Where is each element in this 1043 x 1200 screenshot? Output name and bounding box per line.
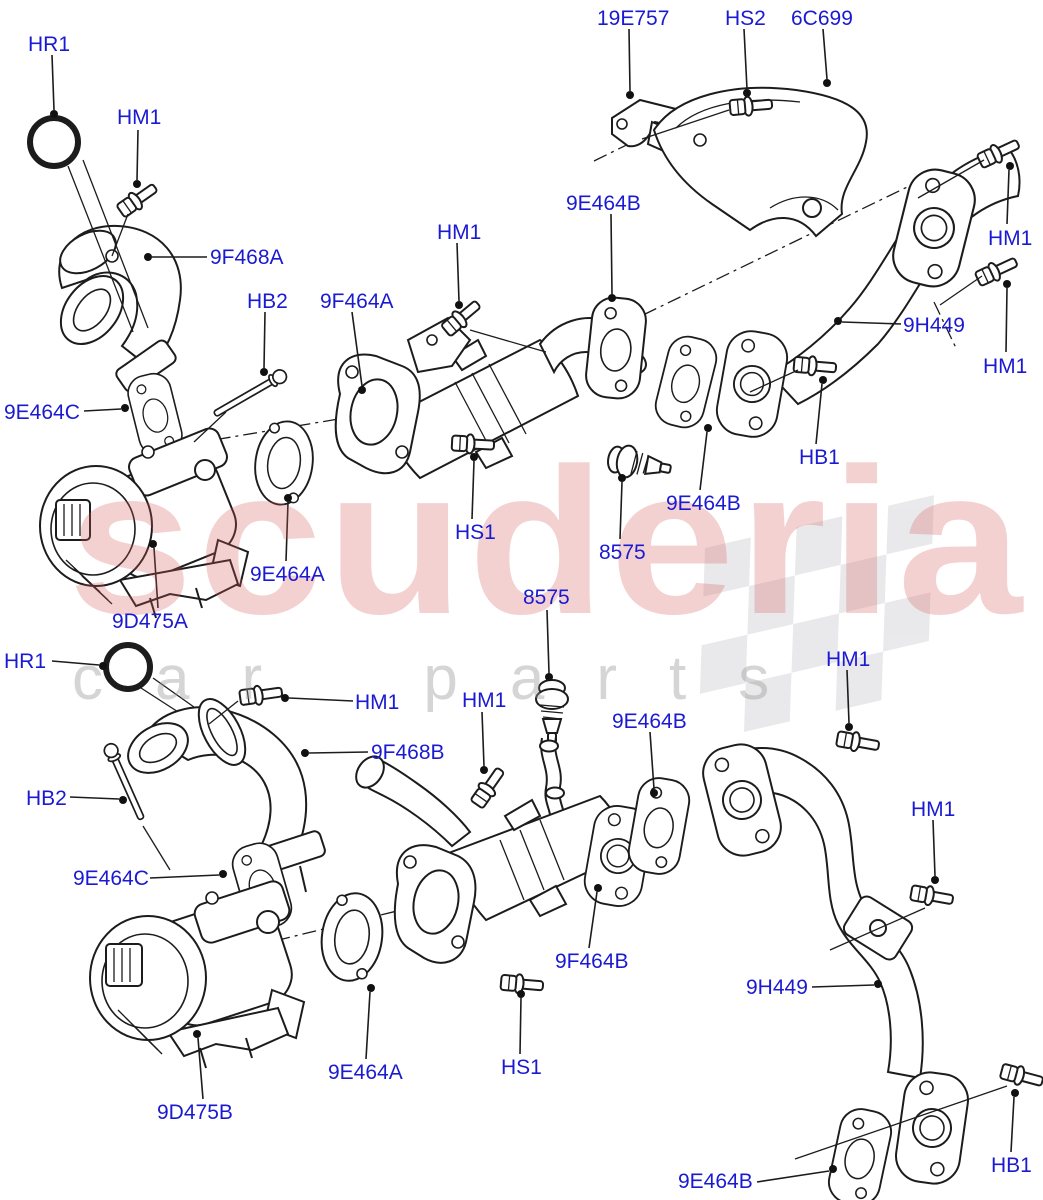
part-label-9f468a[interactable]: 9F468A [210, 246, 284, 269]
part-label-8575-lower[interactable]: 8575 [523, 586, 570, 609]
bolt-hm1-lower-right-2 [908, 882, 956, 911]
part-label-hm1-lower-left[interactable]: HM1 [355, 691, 400, 714]
part-label-9e464c-lower[interactable]: 9E464C [73, 867, 149, 890]
part-label-hm1-lower-mid[interactable]: HM1 [462, 689, 507, 712]
part-label-9e464b-top[interactable]: 9E464B [566, 192, 641, 215]
part-label-hm1-lower-right-2[interactable]: HM1 [911, 798, 956, 821]
gasket-9e464a-lower-drawing [315, 888, 389, 986]
part-label-hs1-lower[interactable]: HS1 [501, 1056, 542, 1079]
part-label-19e757[interactable]: 19E757 [597, 7, 670, 30]
checkered-flag-watermark [699, 495, 934, 732]
bolt-hm1-lower-mid [467, 763, 510, 811]
heat-shield-6c699-drawing [652, 86, 868, 238]
gasket-9e464b-mid-drawing [650, 331, 722, 433]
part-label-9h449-lower[interactable]: 9H449 [746, 976, 808, 999]
part-label-9e464b-bottom[interactable]: 9E464B [678, 1170, 753, 1193]
part-label-hm1-upper-left[interactable]: HM1 [117, 106, 162, 129]
axis-line [189, 411, 381, 445]
part-label-9d475a[interactable]: 9D475A [112, 610, 188, 633]
egr-pipe-9h449-lower-drawing [696, 737, 973, 1188]
egr-valve-9d475a-drawing [39, 427, 250, 619]
gasket-9e464b-top-drawing [582, 294, 650, 402]
egr-tube-9f468a-drawing [58, 224, 182, 405]
part-label-6c699[interactable]: 6C699 [791, 7, 853, 30]
gasket-9e464b-bottom-drawing [824, 1104, 896, 1200]
part-label-hr1-upper[interactable]: HR1 [28, 33, 71, 56]
part-label-9f464a[interactable]: 9F464A [320, 290, 394, 313]
part-label-9e464b-lower-mid[interactable]: 9E464B [612, 710, 687, 733]
part-label-hm1-lower-right-1[interactable]: HM1 [826, 648, 871, 671]
part-label-hm1-right-2[interactable]: HM1 [983, 355, 1028, 378]
part-label-hb1-upper[interactable]: HB1 [799, 446, 840, 469]
part-label-hs2[interactable]: HS2 [725, 7, 766, 30]
part-label-hr1-lower[interactable]: HR1 [4, 650, 47, 673]
part-label-9e464a-upper[interactable]: 9E464A [250, 563, 325, 586]
bolt-hm1-lower-right-1 [834, 728, 882, 757]
part-label-9e464c-upper[interactable]: 9E464C [4, 401, 80, 424]
axis-line [593, 132, 652, 162]
part-label-9d475b[interactable]: 9D475B [157, 1101, 233, 1124]
valve-8575-lower-drawing [535, 679, 569, 744]
part-label-9e464b-mid[interactable]: 9E464B [666, 492, 741, 515]
part-label-9e464a-lower[interactable]: 9E464A [328, 1061, 403, 1084]
part-label-hb2-upper[interactable]: HB2 [247, 290, 288, 313]
gasket-9e464a-upper-drawing [249, 416, 319, 510]
part-label-hb1-lower[interactable]: HB1 [991, 1154, 1032, 1177]
part-label-hm1-top-right[interactable]: HM1 [988, 227, 1033, 250]
part-label-8575-upper[interactable]: 8575 [599, 541, 646, 564]
part-label-hb2-lower[interactable]: HB2 [26, 787, 67, 810]
egr-tube-9f468b-drawing [127, 698, 326, 893]
bolt-hm1-top-right-2 [972, 252, 1021, 290]
upper-bank-assembly [27, 28, 1023, 619]
part-label-9f468b[interactable]: 9F468B [371, 741, 445, 764]
egr-valve-9d475b-drawing [89, 880, 306, 1069]
gasket-9e464b-lower-mid-drawing [624, 773, 694, 879]
part-label-hs1-upper[interactable]: HS1 [455, 521, 496, 544]
leader-lines-upper [50, 28, 1014, 609]
part-label-9f464b[interactable]: 9F464B [555, 950, 629, 973]
part-label-9h449-upper[interactable]: 9H449 [903, 314, 965, 337]
stud-hb2-upper [210, 366, 290, 421]
part-label-hm1-upper-mid[interactable]: HM1 [437, 221, 482, 244]
egr-pipe-9h449-upper-drawing [712, 146, 1021, 442]
valve-8575-upper-drawing [604, 441, 675, 486]
leader-lines-lower [51, 609, 1019, 1183]
egr-cooler-9f464b-drawing [355, 755, 656, 964]
lower-bank-assembly [51, 609, 1043, 1200]
bolt-hm1-lower-left [237, 681, 285, 709]
axis-line [933, 301, 957, 349]
